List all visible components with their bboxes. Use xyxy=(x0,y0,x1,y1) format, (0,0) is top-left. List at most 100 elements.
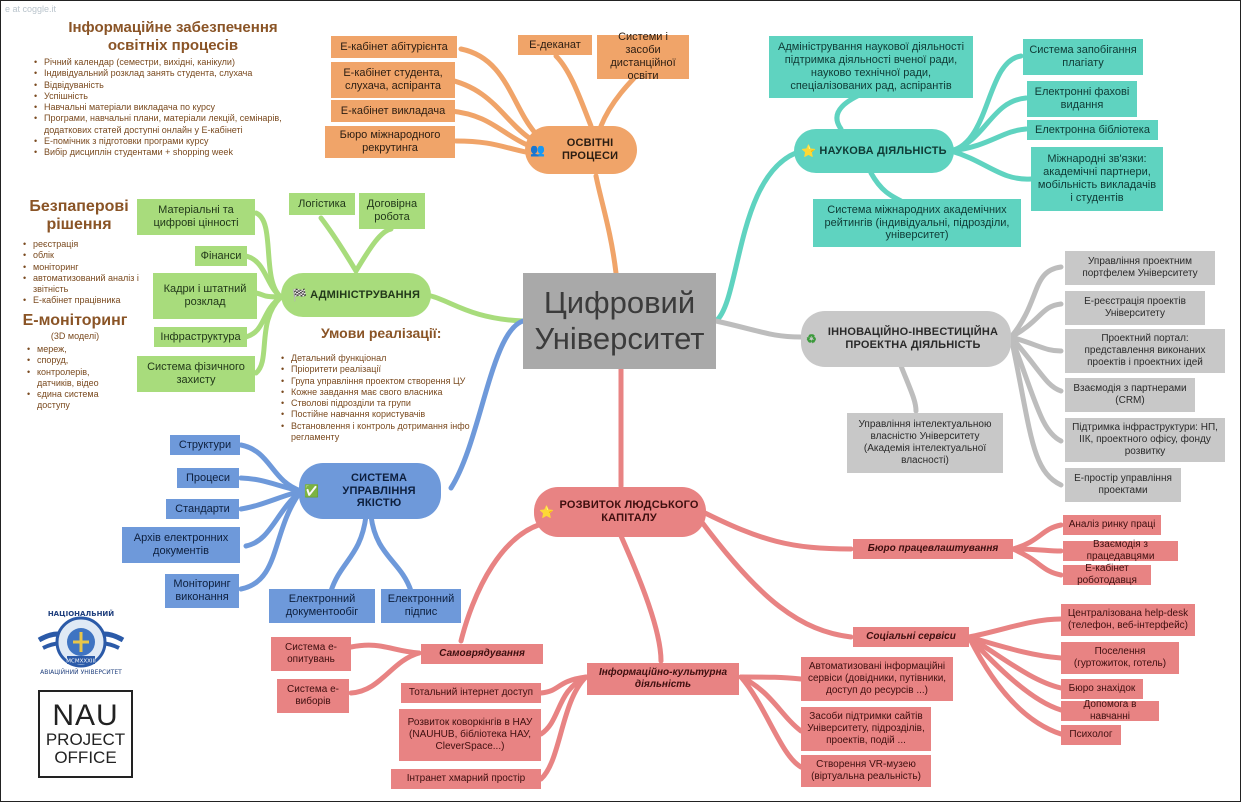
conditions-list: Детальний функціонал Пріоритети реалізац… xyxy=(281,353,501,443)
watermark: e at coggle.it xyxy=(5,4,57,14)
human-hub[interactable]: ⭐РОЗВИТОК ЛЮДСЬКОГО КАПІТАЛУ xyxy=(534,487,706,537)
science-item[interactable]: Електронна бібліотека xyxy=(1027,120,1158,140)
center-line-2: Університет xyxy=(534,321,705,356)
info-item: Вибір дисциплін студентами + shopping we… xyxy=(34,147,284,159)
cultural-label[interactable]: Інформаційно-культурна діяльність xyxy=(587,663,739,695)
quality-item[interactable]: Структури xyxy=(170,435,240,455)
condition-item: Встановлення і контроль дотримання інфо … xyxy=(281,421,501,444)
science-item[interactable]: Система міжнародних академічних рейтингі… xyxy=(813,199,1021,247)
admin-hub[interactable]: 🏁АДМІНІСТРУВАННЯ xyxy=(281,273,431,317)
education-item[interactable]: Е-деканат xyxy=(518,35,592,55)
employment-item[interactable]: Аналіз ринку праці xyxy=(1063,515,1161,535)
cultural-item[interactable]: Створення VR-музею (віртуальна реальніст… xyxy=(801,755,931,787)
office-logo-line: OFFICE xyxy=(54,748,117,767)
users-icon: 👥 xyxy=(530,142,546,157)
condition-item: Постійне навчання користувачів xyxy=(281,409,501,421)
science-item[interactable]: Міжнародні зв'язки: академічні партнери,… xyxy=(1031,147,1163,211)
paperless-item: облік xyxy=(23,250,143,262)
innovation-item[interactable]: Управління інтелектуальною власністю Уні… xyxy=(847,413,1003,473)
cultural-item[interactable]: Автоматизовані інформаційні сервіси (дов… xyxy=(801,657,953,701)
quality-hub-label: СИСТЕМА УПРАВЛІННЯ ЯКІСТЮ xyxy=(342,471,416,510)
monitoring-subtitle: (3D моделі) xyxy=(50,331,100,341)
monitoring-item: єдина система доступу xyxy=(27,389,127,412)
admin-item[interactable]: Договірна робота xyxy=(359,193,425,229)
quality-item[interactable]: Архів електронних документів xyxy=(122,527,240,563)
social-item[interactable]: Психолог xyxy=(1061,725,1121,745)
social-item[interactable]: Бюро знахідок xyxy=(1061,679,1143,699)
info-title: Інформаційне забезпечення освітніх проце… xyxy=(68,19,278,54)
info-item: Відвідуваність xyxy=(34,80,284,92)
employment-item[interactable]: Взаємодія з працедавцями xyxy=(1063,539,1178,562)
selfgov-item[interactable]: Система е-опитувань xyxy=(271,637,351,671)
info-item: Е-помічник з підготовки програми курсу xyxy=(34,136,284,148)
education-item[interactable]: Системи і засоби дистанційної освіти xyxy=(597,31,689,82)
svg-text:АВІАЦІЙНИЙ УНІВЕРСИТЕТ: АВІАЦІЙНИЙ УНІВЕРСИТЕТ xyxy=(40,669,122,676)
cultural-item[interactable]: Тотальний інтернет доступ xyxy=(401,683,541,703)
cultural-item[interactable]: Інтранет хмарний простір xyxy=(391,769,541,789)
selfgov-label[interactable]: Самоврядування xyxy=(421,644,543,664)
social-item[interactable]: Централізована help-desk (телефон, веб-і… xyxy=(1061,604,1195,636)
conditions-title: Умови реалізації: xyxy=(321,325,442,341)
admin-item[interactable]: Логістика xyxy=(289,193,355,215)
innovation-item[interactable]: Проектний портал: представлення виконани… xyxy=(1065,329,1225,373)
education-item[interactable]: Е-кабінет абітурієнта xyxy=(331,36,457,58)
admin-item[interactable]: Фінанси xyxy=(195,246,247,266)
info-item: Програми, навчальні плани, матеріали лек… xyxy=(34,113,284,136)
svg-text:MCMXXXIII: MCMXXXIII xyxy=(66,659,96,665)
info-item: Навчальні матеріали викладача по курсу xyxy=(34,102,284,114)
education-item[interactable]: Е-кабінет студента, слухача, аспіранта xyxy=(331,62,455,98)
monitoring-item: споруд, xyxy=(27,355,127,367)
innovation-item[interactable]: Е-реєстрація проектів Університету xyxy=(1065,291,1205,325)
info-item: Успішність xyxy=(34,91,284,103)
education-hub[interactable]: 👥ОСВІТНІ ПРОЦЕСИ xyxy=(525,126,637,174)
condition-item: Стволові підрозділи та групи xyxy=(281,398,501,410)
paperless-item: автоматизований аналіз і звітність xyxy=(23,273,143,296)
employment-item[interactable]: Е-кабінет роботодавця xyxy=(1063,563,1151,586)
cultural-item[interactable]: Розвиток коворкінгів в НАУ (NAUHUB, бібл… xyxy=(399,709,541,761)
quality-hub[interactable]: ✅ СИСТЕМА УПРАВЛІННЯ ЯКІСТЮ xyxy=(299,463,441,519)
admin-item[interactable]: Система фізичного захисту xyxy=(137,356,255,392)
innovation-hub[interactable]: ♻ІННОВАЦІЙНО-ІНВЕСТИЦІЙНА ПРОЕКТНА ДІЯЛЬ… xyxy=(801,311,1011,367)
star-icon: ⭐ xyxy=(801,143,817,158)
condition-item: Кожне завдання має свого власника xyxy=(281,387,501,399)
selfgov-item[interactable]: Система е-виборів xyxy=(277,679,349,713)
quality-item[interactable]: Електронний документообіг xyxy=(269,589,375,623)
admin-item[interactable]: Інфраструктура xyxy=(154,327,247,347)
science-item[interactable]: Система запобігання плагіату xyxy=(1023,39,1143,75)
education-item[interactable]: Е-кабінет викладача xyxy=(331,100,455,122)
center-line-1: Цифровий xyxy=(543,285,696,321)
admin-hub-label: АДМІНІСТРУВАННЯ xyxy=(310,288,421,301)
star-icon: ⭐ xyxy=(539,504,555,519)
social-item[interactable]: Поселення (гуртожиток, готель) xyxy=(1061,642,1179,674)
quality-item[interactable]: Процеси xyxy=(177,468,239,488)
innovation-item[interactable]: Управління проектним портфелем Університ… xyxy=(1065,251,1215,285)
office-logo-line: PROJECT xyxy=(45,730,126,749)
info-item: Індивідуальний розклад занять студента, … xyxy=(34,68,284,80)
quality-item[interactable]: Стандарти xyxy=(166,499,239,519)
social-item[interactable]: Допомога в навчанні xyxy=(1061,699,1159,722)
social-label[interactable]: Соціальні сервіси xyxy=(853,627,969,647)
employment-label[interactable]: Бюро працевлаштування xyxy=(853,539,1013,559)
paperless-item: реєстрація xyxy=(23,239,143,251)
condition-item: Детальний функціонал xyxy=(281,353,501,365)
innovation-item[interactable]: Взаємодія з партнерами (CRM) xyxy=(1065,378,1195,412)
quality-item[interactable]: Моніторинг виконання xyxy=(165,574,239,608)
paperless-title: Безпаперові рішення xyxy=(29,198,129,234)
condition-item: Пріоритети реалізації xyxy=(281,364,501,376)
science-hub[interactable]: ⭐НАУКОВА ДІЯЛЬНІСТЬ xyxy=(794,129,954,173)
recycle-icon: ♻ xyxy=(806,331,817,346)
info-item: Річний календар (семестри, вихідні, кані… xyxy=(34,57,284,69)
admin-item[interactable]: Кадри і штатний розклад xyxy=(153,273,257,319)
science-item[interactable]: Адміністрування наукової діяльності підт… xyxy=(769,36,973,98)
quality-item[interactable]: Електронний підпис xyxy=(381,589,461,623)
admin-item[interactable]: Матеріальні та цифрові цінності xyxy=(137,199,255,235)
education-item[interactable]: Бюро міжнародного рекрутинга xyxy=(325,126,455,158)
cultural-item[interactable]: Засоби підтримки сайтів Університету, пі… xyxy=(801,707,931,751)
innovation-item[interactable]: Підтримка інфраструктури: НП, ІІК, проек… xyxy=(1065,418,1225,462)
innovation-item[interactable]: Е-простір управління проектами xyxy=(1065,468,1181,502)
checkmark-icon: ✅ xyxy=(304,483,320,498)
condition-item: Група управління проектом створення ЦУ xyxy=(281,376,501,388)
nau-project-office-logo: NAU PROJECT OFFICE xyxy=(38,690,133,778)
science-item[interactable]: Електронні фахові видання xyxy=(1027,81,1137,117)
